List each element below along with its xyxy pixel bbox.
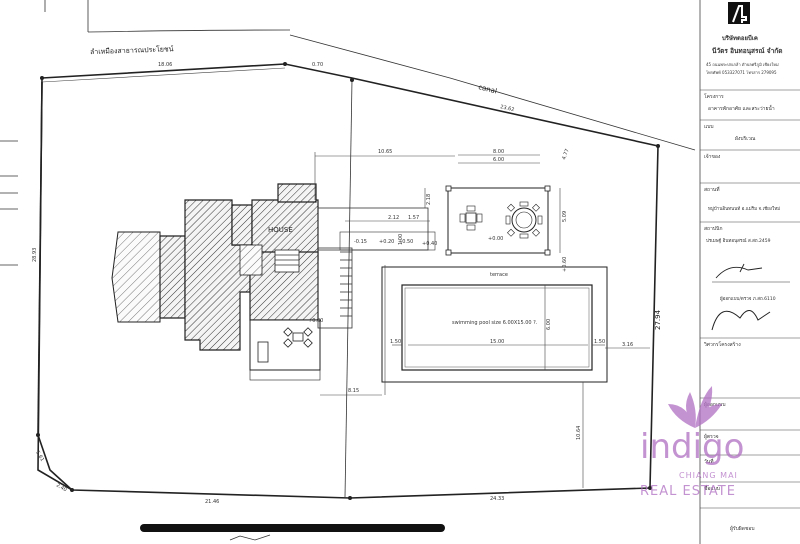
dim-left-side: 28.93 <box>32 248 38 262</box>
drawing-value: ผังบริเวณ <box>735 135 756 142</box>
site-value: หมู่บ้านอินทนนท์ อ.แม่ริม จ.เชียงใหม่ <box>708 205 780 212</box>
dim-bottom-right: 24.33 <box>490 496 504 502</box>
watermark-line2: REAL ESTATE <box>640 484 736 499</box>
check-label: ผู้ออกแบบ <box>704 401 726 408</box>
engineer-value: ปรเมษฐ์ อินทอนุสรณ์ ส.สถ.2459 <box>706 237 771 244</box>
seating-set <box>283 327 313 348</box>
dim-pavilion-side: 5.09 <box>562 211 568 222</box>
dim-pool-left-gap: 1.50 <box>390 339 401 345</box>
dim-pool-right-edge: 3.16 <box>622 342 633 348</box>
level-3: -0.15 <box>354 239 367 245</box>
dim-deck-a: 2.18 <box>426 194 432 205</box>
swimming-pool <box>401 284 593 371</box>
dim-bottom-left: 21.46 <box>205 499 219 505</box>
dim-pavilion-inner: 6.00 <box>493 157 504 163</box>
dim-right-side: 27.94 <box>654 309 662 330</box>
dim-top-left: 18.06 <box>158 62 172 68</box>
signature-1 <box>712 263 790 283</box>
page-label: ผู้รับผิดชอบ <box>730 525 755 532</box>
road-label: ลำเหมืองสาธารณประโยชน์ <box>90 44 174 56</box>
dim-canal-edge: 23.62 <box>500 104 515 113</box>
level-1: +0.40 <box>422 241 437 247</box>
level-6: +0.80 <box>308 318 323 324</box>
company-logo <box>728 2 750 24</box>
round-dining-table <box>505 201 543 239</box>
bottom-sketch <box>229 534 271 541</box>
address-line1: 45 ถนนพระปกเกล้า ตำบลศรีภูมิ เชียงใหม่ <box>706 62 779 68</box>
dim-chamfer-bottom: 2.40 <box>55 483 68 494</box>
engineer-label: สถาปนิก <box>704 225 723 232</box>
left-edge-ticks <box>0 140 18 266</box>
sheet-label: วันที่ <box>704 458 714 465</box>
dim-pool-bottom-depth: 10.64 <box>576 426 582 440</box>
company-name: บริษัทดอยบีเค <box>722 34 758 42</box>
site-label: สถานที่ <box>704 186 720 193</box>
small-table-set <box>459 205 483 231</box>
dim-house-bottom: 8.15 <box>348 388 359 394</box>
dim-chamfer-left: 5.61 <box>34 450 45 463</box>
pool-label: swimming pool size 6.00X15.00 ?. <box>452 320 538 326</box>
dim-pool-length: 15.00 <box>490 339 504 345</box>
design-label: วิศวกรโครงสร้าง <box>704 341 741 348</box>
road-edge <box>44 0 291 33</box>
architect-sign-label: ผู้ออกแบบ/ตรวจ ภ.สถ.6110 <box>720 296 776 302</box>
terrace-label: terrace <box>490 272 508 278</box>
canal-edge <box>289 34 696 151</box>
dimension-lines <box>314 152 650 488</box>
watermark-logo: indigo CHIANG MAI REAL ESTATE <box>640 386 744 499</box>
address-line2: โทรศัพท์ 053327071 โทรสาร 279095 <box>706 70 777 75</box>
project-value: อาคารพักอาศัย และสระว่ายน้ำ <box>708 103 775 112</box>
terrace-area <box>381 266 608 383</box>
house-footprint <box>111 183 321 381</box>
dim-pavilion-outer: 8.00 <box>493 149 504 155</box>
walkway <box>317 207 436 329</box>
drawing-label: แบบ <box>704 124 714 130</box>
dim-house-top: 10.65 <box>378 149 392 155</box>
dim-right-top: 4.77 <box>561 148 570 161</box>
dim-pavilion-edge: 2.12 <box>388 215 399 221</box>
house-label: HOUSE <box>268 226 293 234</box>
approve-label: ผู้ตรวจ <box>704 433 719 440</box>
level-4: +0.20 <box>379 239 394 245</box>
horizontal-scrollbar[interactable] <box>140 524 445 532</box>
lotus-icon <box>668 386 722 428</box>
dim-pool-right-gap: 1.50 <box>594 339 605 345</box>
dim-deck-b: 1.57 <box>408 215 419 221</box>
project-label: โครงการ <box>704 93 724 100</box>
canal-label: canal <box>478 83 498 95</box>
watermark-brand: indigo <box>640 427 744 467</box>
stair <box>274 249 300 273</box>
title-block <box>699 0 800 544</box>
date-label: ชื่อแบบ <box>704 485 720 492</box>
level-7: +0.60 <box>562 257 568 272</box>
signature-2 <box>711 310 771 331</box>
dim-side-gap: 1.00 <box>398 234 404 245</box>
company-sub: นีวัตร อินทอนุสรณ์ จำกัด <box>712 47 782 55</box>
dim-pool-width: 6.00 <box>546 319 552 330</box>
level-2: +0.00 <box>488 236 503 242</box>
level-5: +0.50 <box>398 239 413 245</box>
dim-top-mid: 0.70 <box>312 62 323 68</box>
owner-label: เจ้าของ <box>704 153 721 160</box>
watermark-line1: CHIANG MAI <box>679 471 738 480</box>
pavilion <box>445 185 551 256</box>
